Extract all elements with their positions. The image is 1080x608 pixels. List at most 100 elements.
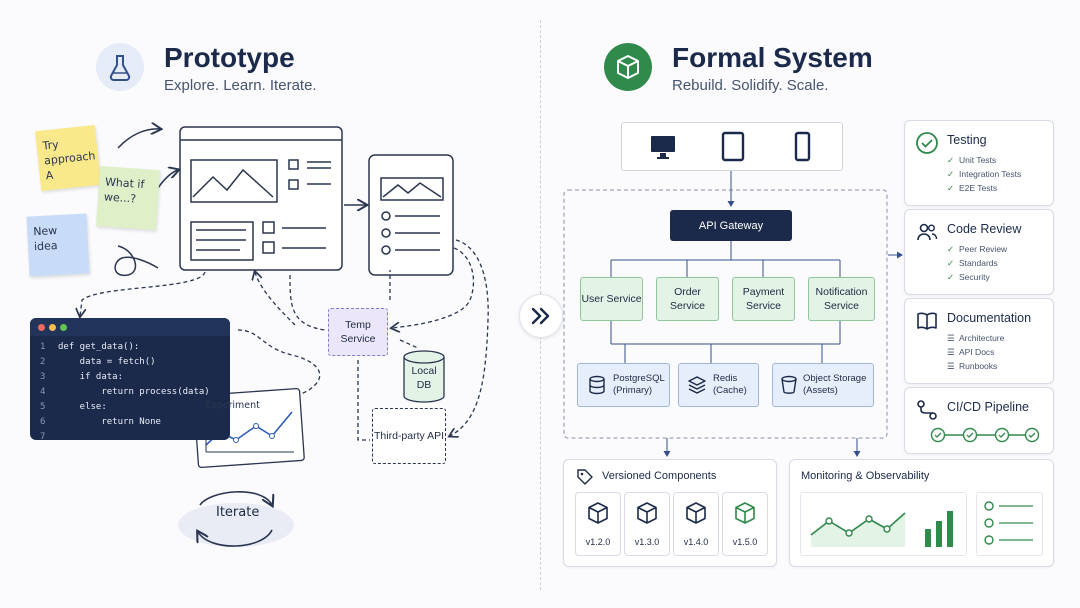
versioned-title: Versioned Components — [602, 470, 717, 482]
code-line: 6 return None — [40, 417, 161, 427]
testing-item: E2E Tests — [959, 183, 998, 193]
monitoring-status-list — [976, 492, 1043, 556]
cube-icon — [686, 502, 706, 524]
monitoring-title: Monitoring & Observability — [801, 470, 930, 482]
people-icon — [917, 223, 938, 241]
phone-icon — [794, 131, 811, 162]
object-storage-name: Object Storage — [803, 373, 867, 384]
redis-store: Redis(Cache) — [678, 363, 759, 407]
notification-service: Notification Service — [808, 277, 875, 321]
code-line: 7 — [40, 432, 58, 440]
sticky-note: Try approach A — [35, 125, 101, 191]
redis-name: Redis — [713, 373, 738, 384]
formal-title: Formal System — [672, 42, 873, 73]
formal-subtitle: Rebuild. Solidify. Scale. — [672, 77, 829, 94]
documentation-item: Architecture — [959, 333, 1005, 343]
version-card: v1.4.0 — [673, 492, 719, 556]
line-number: 6 — [40, 417, 46, 427]
client-devices — [621, 122, 843, 171]
code-editor: 1 def get_data(): 2 data = fetch() 3 if dat… — [30, 318, 230, 440]
pipeline-icon — [917, 400, 937, 420]
payment-service: Payment Service — [732, 277, 795, 321]
formal-header: Formal System Rebuild. Solidify. Scale. — [604, 40, 934, 100]
testing-item: Unit Tests — [959, 155, 997, 165]
cube-icon — [604, 43, 652, 91]
order-service: Order Service — [656, 277, 719, 321]
code-text: def get_data(): — [58, 342, 140, 352]
line-number: 5 — [40, 402, 46, 412]
book-icon — [917, 312, 937, 330]
documentation-item: API Docs — [959, 347, 995, 357]
code-text: if data: — [58, 372, 124, 382]
documentation-panel: Documentation ☰Architecture ☰API Docs ☰R… — [904, 298, 1054, 384]
iterate-label: Iterate — [216, 505, 260, 520]
code-line: 2 data = fetch() — [40, 357, 156, 367]
version-card: v1.3.0 — [624, 492, 670, 556]
code-text: return process(data) — [58, 387, 210, 397]
redis-detail: (Cache) — [713, 385, 747, 396]
line-number: 7 — [40, 432, 46, 440]
prototype-sketch — [0, 0, 489, 547]
experiment-label: Experiment — [205, 400, 260, 411]
code-review-item: Peer Review — [959, 244, 1008, 254]
api-gateway: API Gateway — [670, 210, 792, 241]
postgresql-name: PostgreSQL — [613, 373, 665, 384]
database-icon — [589, 375, 605, 395]
code-text: data = fetch() — [58, 357, 156, 367]
object-storage-detail: (Assets) — [803, 385, 838, 396]
line-number: 4 — [40, 387, 46, 397]
cube-icon — [637, 502, 657, 524]
bucket-icon — [781, 375, 797, 394]
layers-icon — [688, 376, 706, 394]
sticky-note: What if we...? — [95, 165, 161, 231]
monitoring-panel: Monitoring & Observability — [789, 459, 1054, 567]
version-label: v1.5.0 — [732, 537, 758, 547]
code-line: 3 if data: — [40, 372, 123, 382]
user-service: User Service — [580, 277, 643, 321]
third-party-api-node: Third-party API — [372, 408, 446, 464]
testing-item: Integration Tests — [959, 169, 1022, 179]
documentation-item: Runbooks — [959, 361, 998, 371]
double-chevron-icon — [531, 307, 550, 325]
postgresql-detail: (Primary) — [613, 385, 653, 396]
pipeline-stages — [930, 427, 1040, 443]
tag-icon — [577, 469, 593, 485]
line-number: 3 — [40, 372, 46, 382]
code-line: 4 return process(data) — [40, 387, 210, 397]
prototype-subtitle: Explore. Learn. Iterate. — [164, 77, 317, 94]
cube-icon — [735, 502, 755, 524]
version-card: v1.5.0 — [722, 492, 768, 556]
version-card: v1.2.0 — [575, 492, 621, 556]
object-storage-store: Object Storage(Assets) — [772, 363, 874, 407]
line-number: 2 — [40, 357, 46, 367]
local-db-node: Local DB — [411, 365, 437, 391]
tablet-icon — [721, 131, 745, 162]
cicd-title: CI/CD Pipeline — [947, 400, 1029, 414]
monitoring-chart — [800, 492, 967, 556]
postgresql-store: PostgreSQL(Primary) — [577, 363, 670, 407]
cube-icon — [588, 502, 608, 524]
version-label: v1.4.0 — [683, 537, 709, 547]
documentation-title: Documentation — [947, 311, 1032, 325]
monitor-icon — [651, 136, 675, 159]
formal-connectors — [563, 170, 903, 457]
code-review-item: Standards — [959, 258, 998, 268]
code-text: else: — [58, 402, 107, 412]
testing-title: Testing — [947, 133, 987, 147]
testing-panel: Testing ✓Unit Tests ✓Integration Tests ✓… — [904, 120, 1054, 206]
temp-service-node: Temp Service — [328, 308, 388, 356]
line-number: 1 — [40, 342, 46, 352]
cicd-panel: CI/CD Pipeline — [904, 387, 1054, 454]
code-review-title: Code Review — [947, 222, 1022, 236]
code-text: return None — [58, 417, 161, 427]
prototype-header: Prototype Explore. Learn. Iterate. — [96, 40, 426, 100]
code-review-panel: Code Review ✓Peer Review ✓Standards ✓Sec… — [904, 209, 1054, 295]
version-label: v1.2.0 — [585, 537, 611, 547]
version-label: v1.3.0 — [634, 537, 660, 547]
transition-button[interactable] — [519, 294, 563, 338]
sticky-note: New idea — [26, 213, 90, 277]
code-review-item: Security — [959, 272, 990, 282]
prototype-title: Prototype — [164, 42, 295, 73]
flask-icon — [96, 43, 144, 91]
code-line: 1 def get_data(): — [40, 342, 139, 352]
